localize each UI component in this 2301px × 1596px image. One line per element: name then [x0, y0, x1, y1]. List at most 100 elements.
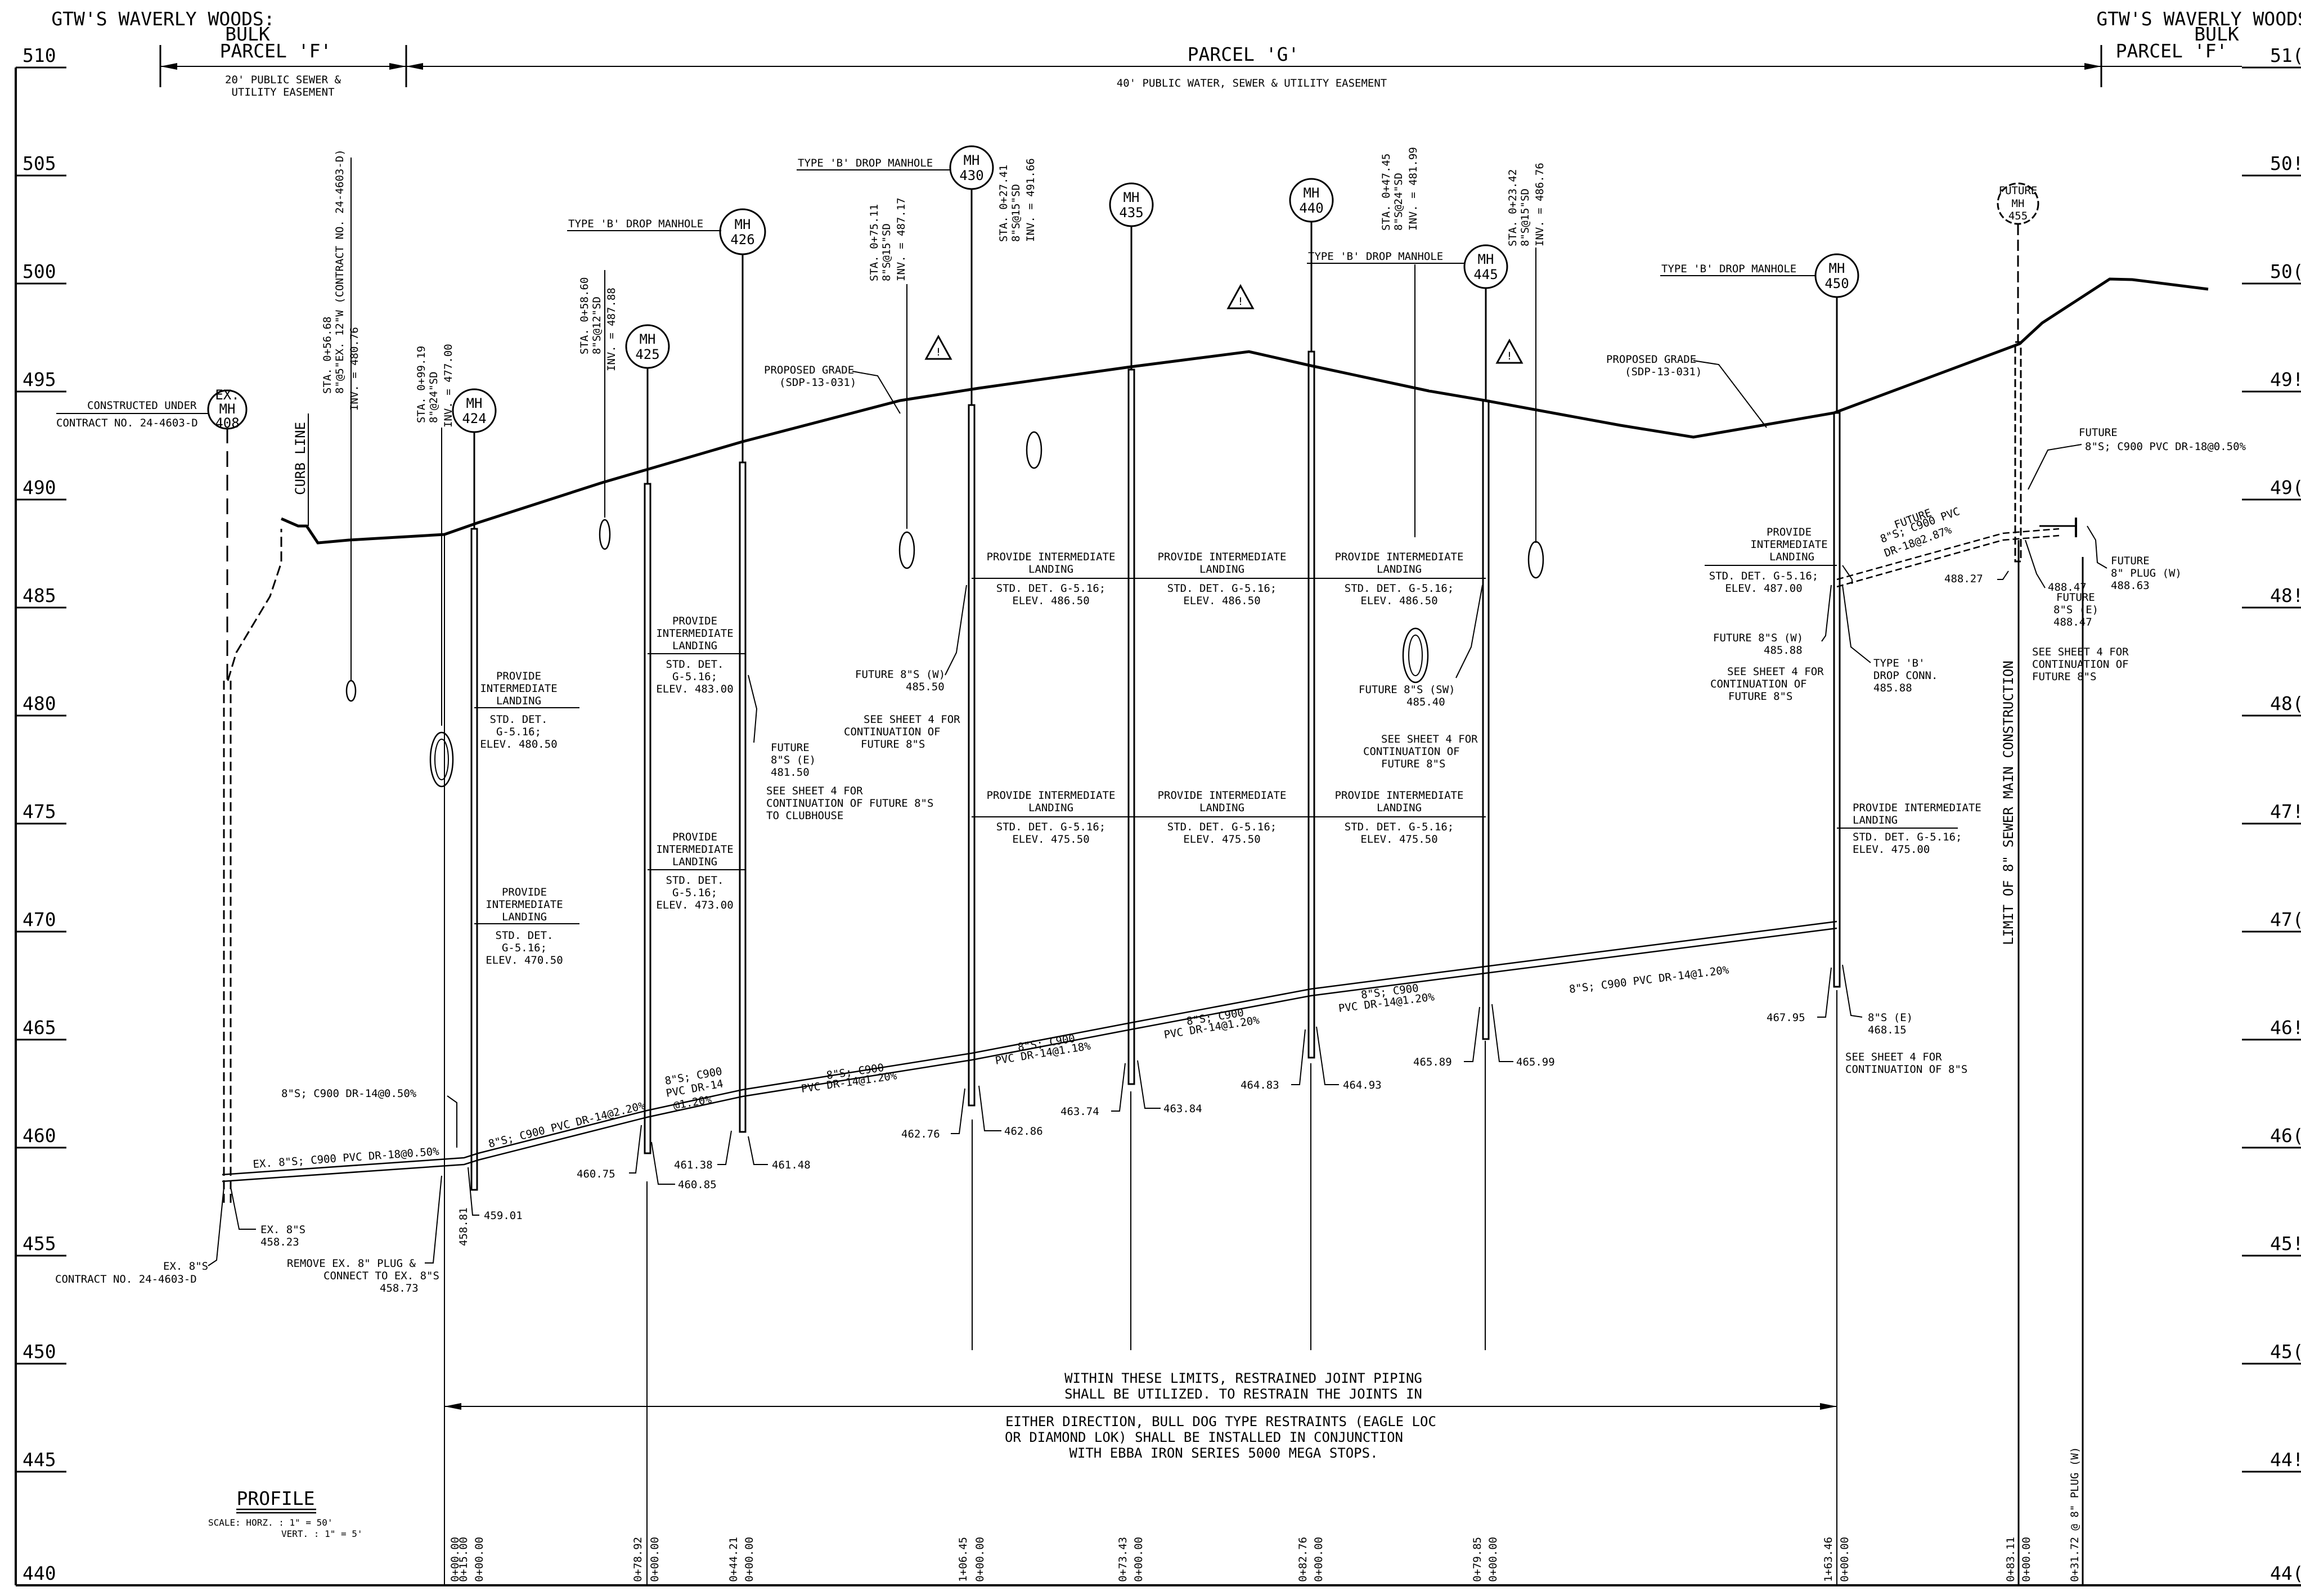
svg-text:ELEV. 475.50: ELEV. 475.50 [1012, 833, 1089, 846]
svg-text:46!: 46! [2270, 1017, 2301, 1038]
svg-text:488.27: 488.27 [1944, 573, 1983, 585]
svg-text:MH: MH [735, 217, 751, 232]
svg-text:49!: 49! [2270, 368, 2301, 390]
svg-text:20' PUBLIC SEWER &: 20' PUBLIC SEWER & [225, 74, 341, 86]
svg-text:STD. DET. G-5.16;: STD. DET. G-5.16; [1167, 821, 1277, 833]
svg-text:PROVIDE: PROVIDE [1767, 526, 1812, 538]
svg-text:467.95: 467.95 [1767, 1011, 1805, 1024]
svg-text:FUTURE: FUTURE [771, 741, 810, 754]
svg-text:458.81: 458.81 [457, 1207, 470, 1246]
svg-text:462.86: 462.86 [1004, 1125, 1043, 1138]
svg-text:8"S@24"SD: 8"S@24"SD [1392, 173, 1405, 231]
svg-text:47(: 47( [2270, 909, 2301, 930]
svg-text:STD. DET. G-5.16;: STD. DET. G-5.16; [996, 582, 1105, 595]
svg-text:49(: 49( [2270, 476, 2301, 498]
svg-text:424: 424 [462, 411, 486, 426]
svg-text:LANDING: LANDING [1853, 814, 1898, 826]
svg-text:0+78.92: 0+78.92 [632, 1537, 644, 1582]
svg-text:PROVIDE: PROVIDE [502, 886, 547, 898]
svg-text:0+00.00: 0+00.00 [1313, 1537, 1325, 1582]
svg-text:TO CLUBHOUSE: TO CLUBHOUSE [766, 810, 843, 822]
svg-text:GTW'S WAVERLY WOODS:: GTW'S WAVERLY WOODS: [2096, 8, 2301, 30]
future-pipe-top [1836, 528, 2060, 581]
svg-text:TYPE 'B' DROP MANHOLE: TYPE 'B' DROP MANHOLE [1308, 250, 1443, 263]
elev-label: 465 [23, 1017, 56, 1038]
svg-text:44(: 44( [2270, 1562, 2301, 1584]
svg-text:G-5.16;: G-5.16; [496, 726, 541, 738]
svg-text:ELEV. 475.50: ELEV. 475.50 [1183, 833, 1260, 846]
crossing-445-ellipse [1402, 627, 1429, 684]
svg-text:CONTRACT NO. 24-4603-D: CONTRACT NO. 24-4603-D [56, 417, 198, 429]
svg-text:ELEV. 486.50: ELEV. 486.50 [1012, 595, 1089, 607]
svg-text:0+79.85: 0+79.85 [1471, 1537, 1484, 1582]
svg-text:426: 426 [730, 232, 754, 248]
profile-title-block: PROFILE SCALE: HORZ. : 1" = 50' VERT. : … [208, 1487, 363, 1539]
svg-text:463.84: 463.84 [1163, 1103, 1202, 1115]
svg-text:G-5.16;: G-5.16; [502, 942, 547, 954]
svg-text:40' PUBLIC WATER, SEWER & UTIL: 40' PUBLIC WATER, SEWER & UTILITY EASEME… [1117, 77, 1387, 89]
svg-text:459.01: 459.01 [484, 1210, 523, 1222]
svg-text:488.47: 488.47 [2048, 581, 2087, 594]
svg-text:8"S; C900 PVC DR-18@0.50%: 8"S; C900 PVC DR-18@0.50% [2085, 440, 2246, 453]
svg-text:50!: 50! [2270, 152, 2301, 174]
svg-text:LANDING: LANDING [1377, 802, 1422, 814]
svg-text:UTILITY EASEMENT: UTILITY EASEMENT [231, 86, 334, 98]
svg-text:WITH EBBA IRON SERIES 5000 MEG: WITH EBBA IRON SERIES 5000 MEGA STOPS. [1069, 1445, 1378, 1461]
svg-text:8"S (E): 8"S (E) [1868, 1011, 1913, 1024]
elev-label: 470 [23, 909, 56, 930]
svg-text:435: 435 [1119, 205, 1143, 221]
elev-label: 460 [23, 1125, 56, 1147]
svg-text:VERT. : 1" = 5': VERT. : 1" = 5' [281, 1528, 363, 1539]
svg-text:!: ! [1237, 295, 1243, 308]
svg-text:INV. = 491.66: INV. = 491.66 [1024, 158, 1037, 242]
svg-text:48!: 48! [2270, 585, 2301, 606]
svg-text:BULK: BULK [2194, 23, 2239, 45]
svg-text:WITHIN THESE LIMITS, RESTRAINE: WITHIN THESE LIMITS, RESTRAINED JOINT PI… [1064, 1370, 1422, 1386]
svg-text:STD. DET. G-5.16;: STD. DET. G-5.16; [1345, 582, 1454, 595]
manhole-445: MH 445 [1463, 244, 1508, 401]
svg-text:INTERMEDIATE: INTERMEDIATE [480, 682, 557, 695]
svg-text:MH: MH [2012, 197, 2025, 210]
manhole-426: MH 426 [719, 208, 766, 462]
svg-text:464.83: 464.83 [1241, 1079, 1279, 1091]
svg-text:FUTURE: FUTURE [2111, 555, 2150, 567]
manhole-435: MH 435 [1109, 182, 1154, 370]
svg-text:EX.: EX. [215, 387, 239, 403]
svg-text:465.99: 465.99 [1516, 1056, 1555, 1068]
svg-text:PROVIDE INTERMEDIATE: PROVIDE INTERMEDIATE [1158, 551, 1287, 563]
svg-text:INTERMEDIATE: INTERMEDIATE [656, 627, 733, 640]
svg-text:460.75: 460.75 [577, 1168, 615, 1180]
svg-text:465.89: 465.89 [1413, 1056, 1452, 1068]
svg-text:0+15.00: 0+15.00 [457, 1537, 470, 1582]
svg-text:45!: 45! [2270, 1233, 2301, 1255]
svg-text:51(: 51( [2270, 44, 2301, 66]
svg-text:8"S@12"SD: 8"S@12"SD [591, 296, 603, 354]
svg-text:EX. 8"S: EX. 8"S [260, 1224, 305, 1236]
svg-text:STA. 0+23.42: STA. 0+23.42 [1507, 169, 1519, 246]
svg-text:MH: MH [1304, 185, 1320, 201]
svg-text:455: 455 [2008, 210, 2028, 222]
svg-text:SCALE: HORZ. : 1" = 50': SCALE: HORZ. : 1" = 50' [208, 1517, 333, 1528]
svg-text:CONTINUATION OF: CONTINUATION OF [1710, 678, 1807, 690]
svg-text:45(: 45( [2270, 1341, 2301, 1363]
svg-text:PROVIDE INTERMEDIATE: PROVIDE INTERMEDIATE [1335, 789, 1464, 802]
svg-text:PARCEL 'F': PARCEL 'F' [220, 40, 332, 62]
header-right: GTW'S WAVERLY WOODS: BULK PARCEL 'F' [2096, 8, 2301, 87]
proposed-grade-line [281, 277, 2209, 545]
svg-text:MH: MH [219, 401, 236, 417]
svg-text:SEE SHEET 4 FOR: SEE SHEET 4 FOR [766, 785, 863, 797]
svg-text:PROVIDE INTERMEDIATE: PROVIDE INTERMEDIATE [987, 551, 1116, 563]
svg-text:STA. 0+99.19: STA. 0+99.19 [415, 346, 428, 423]
existing-grade-line [227, 529, 282, 681]
elev-label: 490 [23, 476, 56, 498]
warning-icons: ! ! ! [924, 284, 1523, 364]
warning-triangle-icon: ! [1226, 284, 1255, 309]
svg-text:8"S (E): 8"S (E) [771, 754, 816, 766]
svg-text:PROVIDE: PROVIDE [672, 831, 717, 843]
svg-text:PROVIDE INTERMEDIATE: PROVIDE INTERMEDIATE [987, 789, 1116, 802]
svg-text:INV. = 486.76: INV. = 486.76 [1534, 163, 1546, 246]
svg-text:MH: MH [640, 331, 656, 347]
svg-text:INV. = 477.00: INV. = 477.00 [442, 344, 455, 428]
svg-text:0+00.00: 0+00.00 [1839, 1537, 1851, 1582]
manhole-future-455: FUTURE MH 455 [1997, 182, 2039, 342]
